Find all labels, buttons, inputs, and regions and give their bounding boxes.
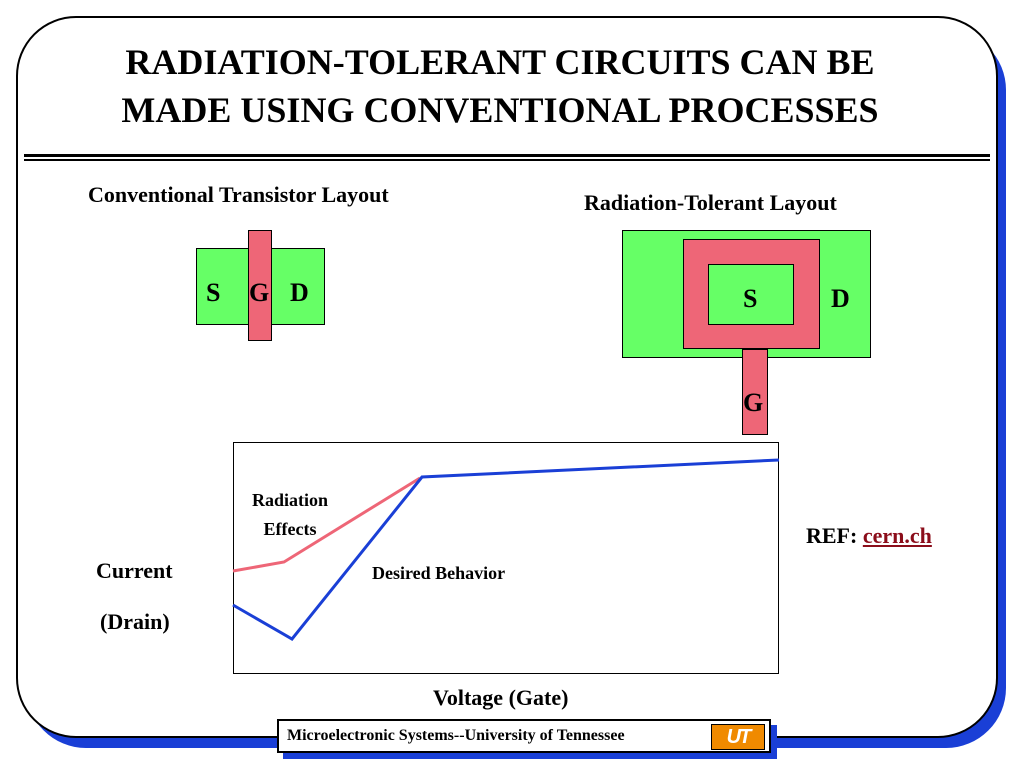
radiation-annotation-line-1: Radiation <box>251 490 329 510</box>
radiation-effects-annotation: Radiation Effects <box>242 486 338 544</box>
reference-link[interactable]: cern.ch <box>862 523 932 548</box>
radiation-annotation-line-2: Effects <box>263 519 317 539</box>
conventional-gate-poly <box>248 230 272 341</box>
ut-logo: UT <box>711 724 765 750</box>
conventional-gate-label: G <box>249 278 270 307</box>
tolerant-gate-label: G <box>743 388 764 417</box>
ut-logo-text: UT <box>726 725 752 748</box>
footer-text: Microelectronic Systems--University of T… <box>287 727 625 744</box>
title-line-1: RADIATION-TOLERANT CIRCUITS CAN BE <box>125 42 875 82</box>
y-axis-label-drain: (Drain) <box>100 609 170 634</box>
tolerant-inner-source <box>708 264 794 325</box>
title-divider-thin <box>24 159 990 161</box>
slide-title: RADIATION-TOLERANT CIRCUITS CAN BE MADE … <box>30 38 970 134</box>
conventional-source-label: S <box>206 278 221 307</box>
tolerant-drain-label: D <box>831 284 850 313</box>
title-line-2: MADE USING CONVENTIONAL PROCESSES <box>121 90 879 130</box>
title-divider-thick <box>24 154 990 157</box>
reference-prefix: REF: <box>806 523 858 548</box>
tolerant-source-label: S <box>743 284 758 313</box>
reference: REF: cern.ch <box>806 523 932 549</box>
tolerant-gate-lead <box>742 349 768 435</box>
x-axis-label: Voltage (Gate) <box>433 685 569 710</box>
footer-banner: Microelectronic Systems--University of T… <box>277 719 771 753</box>
conventional-drain-label: D <box>290 278 309 307</box>
conventional-layout-heading: Conventional Transistor Layout <box>88 182 389 207</box>
iv-graph-frame <box>233 442 779 674</box>
y-axis-label-current: Current <box>96 558 173 583</box>
desired-behavior-annotation: Desired Behavior <box>372 563 506 583</box>
tolerant-layout-heading: Radiation-Tolerant Layout <box>584 190 837 215</box>
